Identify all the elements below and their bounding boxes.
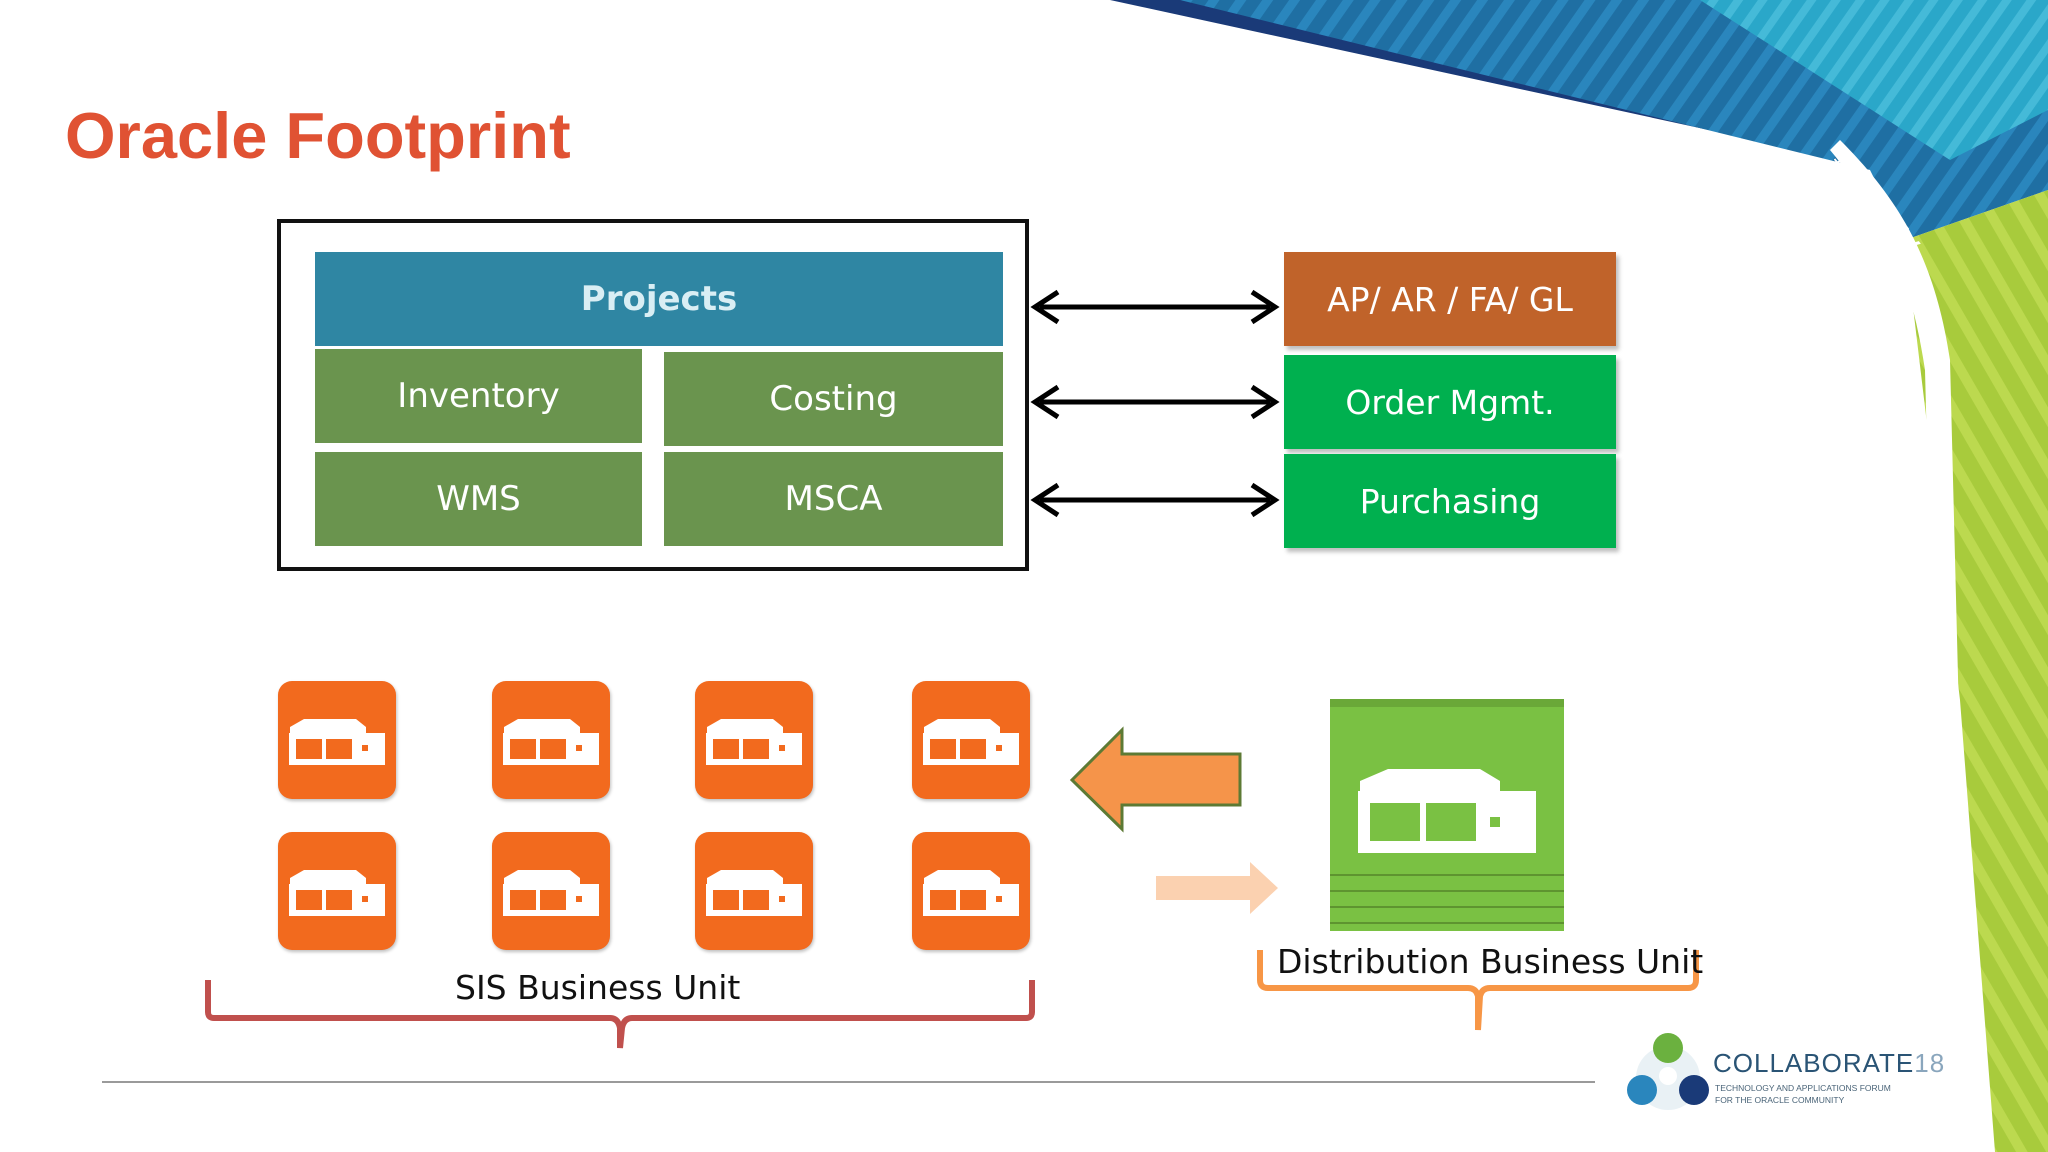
faint-right-arrow [1156,862,1278,914]
slide-title: Oracle Footprint [65,99,571,172]
sis-bracket [205,980,1035,1049]
msca-module: MSCA [664,452,1003,546]
orange-left-arrow [1069,726,1242,833]
sis-warehouse-icon [278,832,396,950]
cyan-band [1700,0,2048,160]
sis-warehouse-icon [695,681,813,799]
modules-frame [277,219,1029,571]
collaborate-logo-text: COLLABORATE18 [1713,1048,1945,1079]
sis-warehouse-icon [278,681,396,799]
sis-unit-label: SIS Business Unit [455,968,741,1007]
logo-tagline-1: TECHNOLOGY AND APPLICATIONS FORUM [1715,1083,1891,1093]
collaborate-logo-mark [1627,1033,1709,1110]
purchasing-module: Purchasing [1284,454,1616,548]
inventory-module: Inventory [315,349,642,443]
logo-tagline-2: FOR THE ORACLE COMMUNITY [1715,1095,1845,1105]
distribution-warehouse-icon [1330,699,1564,931]
finance-module: AP/ AR / FA/ GL [1284,252,1616,346]
logo-tagline: TECHNOLOGY AND APPLICATIONS FORUM FOR THE… [1715,1082,1891,1106]
order-mgmt-module: Order Mgmt. [1284,355,1616,449]
sis-warehouse-icon [912,832,1030,950]
costing-module: Costing [664,352,1003,446]
distribution-bracket [1257,950,1699,1031]
sis-warehouse-icon [492,832,610,950]
projects-module: Projects [315,252,1003,346]
white-swoosh [1830,140,1970,1152]
sis-warehouse-icon [912,681,1030,799]
double-arrows [1030,289,1280,518]
distribution-unit-label: Distribution Business Unit [1277,942,1704,981]
sis-warehouse-icon [695,832,813,950]
logo-name: COLLABORATE [1713,1048,1915,1078]
wms-module: WMS [315,452,642,546]
sis-warehouse-icon [492,681,610,799]
logo-year: 18 [1914,1048,1946,1078]
